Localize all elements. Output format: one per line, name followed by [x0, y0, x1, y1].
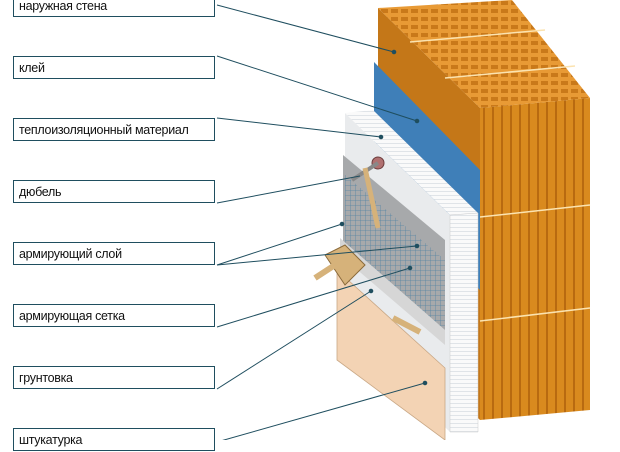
reinforcing-mesh	[345, 175, 445, 330]
primer-layer	[340, 238, 445, 345]
label-outer-wall: наружная стена	[13, 0, 215, 17]
label-reinforcing-mesh: армирующая сетка	[13, 304, 215, 327]
label-insulation: теплоизоляционный материал	[13, 118, 215, 141]
label-primer: грунтовка	[13, 366, 215, 389]
plaster-layer	[336, 269, 446, 440]
facade-insulation-illustration	[216, 0, 591, 440]
leader-lines	[216, 4, 428, 440]
label-reinforcing-layer: армирующий слой	[13, 242, 215, 265]
label-dowel: дюбель	[13, 180, 215, 203]
trowel-icon	[313, 244, 422, 335]
label-glue: клей	[13, 56, 215, 79]
